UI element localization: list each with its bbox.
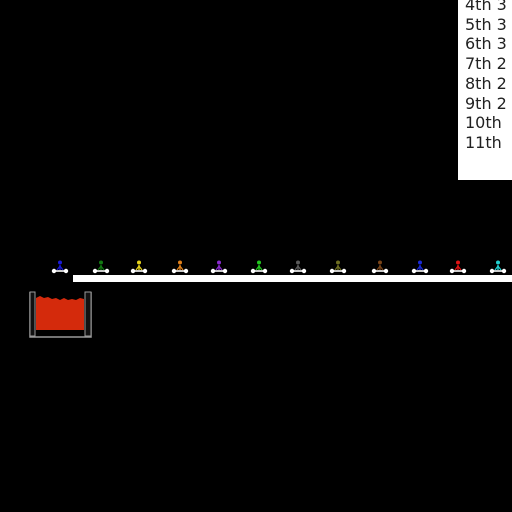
leaderboard-row: 11th (465, 132, 502, 152)
rider-9 (371, 260, 389, 274)
rider-leg (218, 265, 223, 271)
rider-10 (411, 260, 429, 274)
lava (36, 296, 84, 330)
riders-layer (51, 260, 507, 274)
rider-leg (215, 265, 220, 271)
rider-3 (130, 260, 148, 274)
bike-wheel (63, 268, 69, 274)
bike-wheel (171, 268, 177, 274)
rider-leg (416, 265, 421, 271)
leaderboard-row: 10th (465, 113, 502, 133)
bike-wheel (222, 268, 228, 274)
rider-leg (179, 265, 184, 271)
bike-wheel (183, 268, 189, 274)
rider-leg (297, 265, 302, 271)
rider-12 (489, 260, 507, 274)
bike-wheel (329, 268, 335, 274)
rider-leg (334, 265, 339, 271)
rider-leg (97, 265, 102, 271)
leaderboard-row: 6th 3 (465, 34, 507, 54)
rider-6 (250, 260, 268, 274)
leaderboard-row: 8th 2 (465, 73, 507, 93)
bike-wheel (501, 268, 507, 274)
lava-pit-wall-right (84, 291, 92, 337)
rider-head (296, 260, 300, 265)
rider-leg (457, 265, 462, 271)
rider-leg (379, 265, 384, 271)
rider-5 (210, 260, 228, 274)
bike-wheel (461, 268, 467, 274)
bike-wheel (371, 268, 377, 274)
rider-leg (337, 265, 342, 271)
leaderboard-row: 4th 3 (465, 0, 507, 14)
bike-wheel (489, 268, 495, 274)
bike-wheel (262, 268, 268, 274)
bike-wheel (449, 268, 455, 274)
rider-leg (376, 265, 381, 271)
bike-wheel (301, 268, 307, 274)
rider-head (456, 260, 460, 265)
rider-leg (100, 265, 105, 271)
rider-head (496, 260, 500, 265)
rider-head (418, 260, 422, 265)
rider-head (217, 260, 221, 265)
rider-1 (51, 260, 69, 274)
rider-4 (171, 260, 189, 274)
rider-leg (255, 265, 260, 271)
leaderboard-row: 5th 3 (465, 14, 507, 34)
rider-leg (135, 265, 140, 271)
rider-leg (497, 265, 502, 271)
lava-pit (29, 291, 92, 338)
rider-leg (59, 265, 64, 271)
leaderboard-row: 9th 2 (465, 93, 507, 113)
rider-head (178, 260, 182, 265)
bike-wheel (51, 268, 57, 274)
bike-wheel (92, 268, 98, 274)
bike-wheel (423, 268, 429, 274)
bike-wheel (250, 268, 256, 274)
rider-11 (449, 260, 467, 274)
rider-head (336, 260, 340, 265)
rider-leg (419, 265, 424, 271)
bike-wheel (289, 268, 295, 274)
rider-leg (176, 265, 181, 271)
bike-wheel (341, 268, 347, 274)
rider-leg (138, 265, 143, 271)
rider-leg (294, 265, 299, 271)
rider-8 (329, 260, 347, 274)
bike-wheel (411, 268, 417, 274)
rider-head (58, 260, 62, 265)
bike-wheel (142, 268, 148, 274)
bike-wheel (104, 268, 110, 274)
rider-head (137, 260, 141, 265)
bike-wheel (130, 268, 136, 274)
bike-wheel (383, 268, 389, 274)
bike-wheel (210, 268, 216, 274)
rider-head (257, 260, 261, 265)
rider-2 (92, 260, 110, 274)
rider-leg (258, 265, 263, 271)
rider-head (378, 260, 382, 265)
lava-pit-wall-left (29, 291, 36, 337)
rider-head (99, 260, 103, 265)
rider-leg (454, 265, 459, 271)
rider-leg (494, 265, 499, 271)
rider-7 (289, 260, 307, 274)
rider-leg (56, 265, 61, 271)
track (73, 275, 512, 282)
leaderboard-row: 7th 2 (465, 54, 507, 74)
